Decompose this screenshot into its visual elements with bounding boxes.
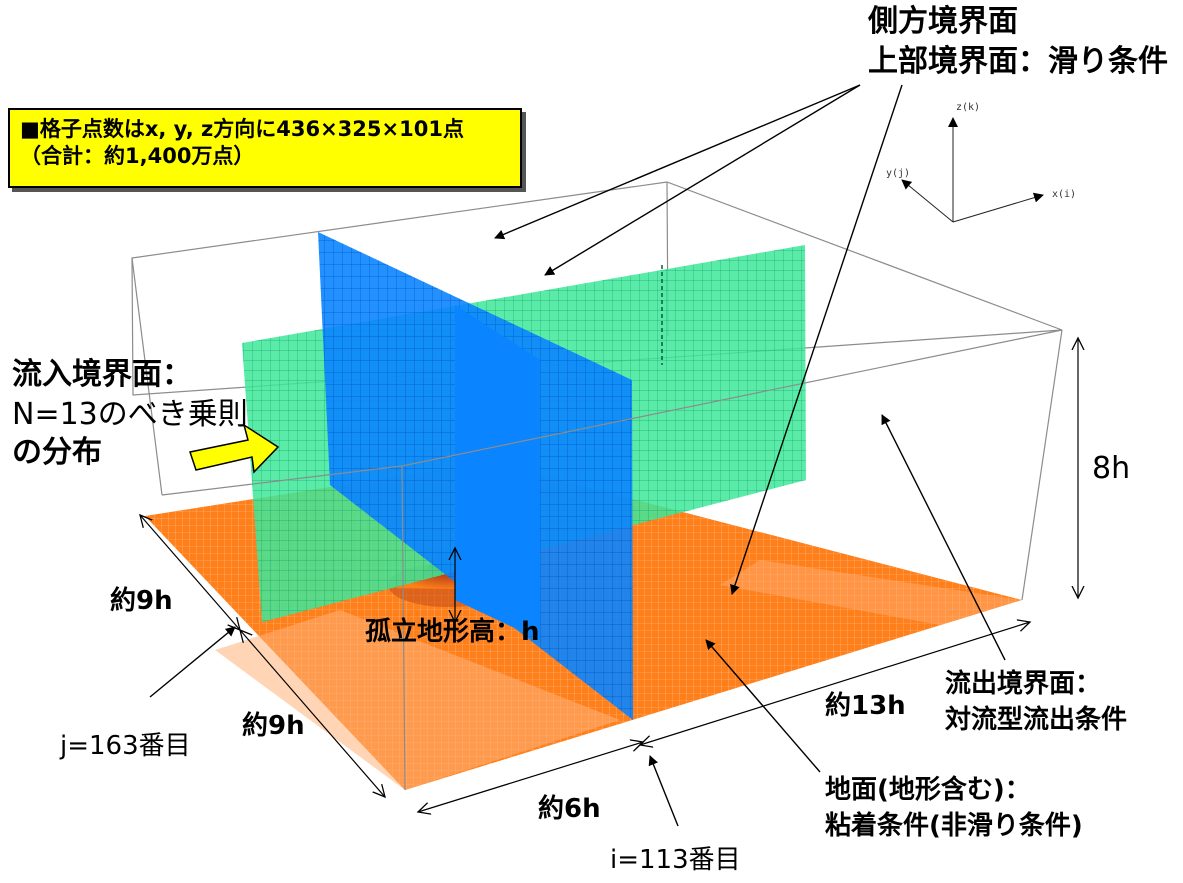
z-axis-label: z(k): [956, 102, 981, 113]
inflow-power-law: N=13のべき乗則: [12, 397, 248, 432]
inflow-arrow: [189, 423, 280, 474]
inflow-title: 流入境界面：: [12, 357, 192, 392]
axis-triad: [901, 117, 1044, 223]
outflow-condition: 対流型流出条件: [945, 705, 1128, 735]
y-axis-label: y(j): [886, 168, 911, 179]
boundary-pointers: [149, 84, 1006, 827]
j-index-label: j=163番目: [60, 731, 191, 761]
outflow-title: 流出境界面：: [945, 669, 1102, 699]
width-upper-label: 約9h: [110, 586, 173, 616]
hill-height-label: 孤立地形高：h: [365, 617, 540, 647]
length-downstream-label: 約13h: [825, 691, 906, 721]
grid-info-box: ■格子点数はx, y, z方向に436×325×101点 （合計：約1,400万…: [8, 108, 522, 188]
side-boundary-label: 側方境界面: [868, 4, 1018, 39]
grid-total-line: （合計：約1,400万点）: [20, 144, 255, 169]
inflow-distribution: の分布: [12, 435, 102, 470]
domain-box-front: [161, 329, 1063, 791]
ground-title: 地面(地形含む)：: [825, 775, 1031, 805]
ground-condition: 粘着条件(非滑り条件): [825, 811, 1083, 841]
domain-height-label: 8h: [1092, 451, 1131, 486]
top-boundary-label: 上部境界面：滑り条件: [868, 44, 1168, 79]
grid-count-line: ■格子点数はx, y, z方向に436×325×101点: [20, 117, 464, 141]
length-upstream-label: 約6h: [538, 794, 601, 824]
dimension-arrows: [140, 338, 1078, 812]
x-axis-label: x(i): [1052, 189, 1077, 200]
width-lower-label: 約9h: [242, 711, 305, 741]
i-index-label: i=113番目: [610, 845, 741, 875]
xz-plane: [318, 232, 633, 720]
